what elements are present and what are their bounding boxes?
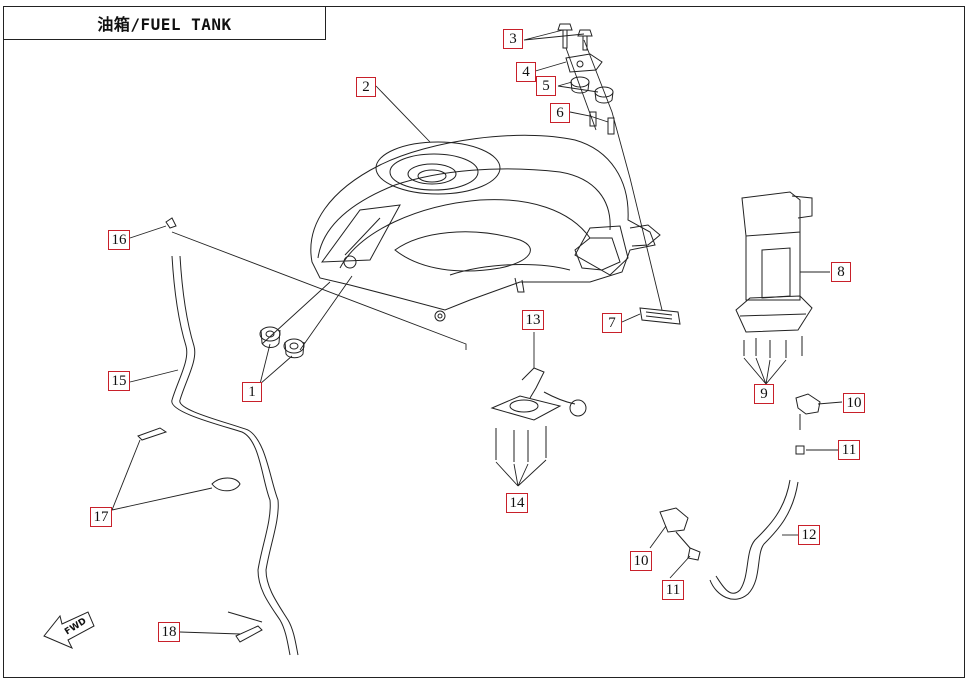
callout-7: 7	[602, 313, 622, 333]
callout-4: 4	[516, 62, 536, 82]
callout-11-lower: 11	[662, 580, 684, 600]
callout-17: 17	[90, 507, 112, 527]
callout-11-upper: 11	[838, 440, 860, 460]
callout-16: 16	[108, 230, 130, 250]
callout-9: 9	[754, 384, 774, 404]
fuel-level-sensor	[490, 367, 587, 462]
fuel-tank	[310, 134, 661, 322]
callout-10-lower: 10	[630, 551, 652, 571]
pump-outlet-fittings	[795, 393, 821, 455]
callout-13: 13	[522, 310, 544, 330]
callout-5: 5	[536, 76, 556, 96]
fuel-pump	[735, 191, 813, 358]
callout-2: 2	[356, 77, 376, 97]
breather-tube	[165, 217, 299, 656]
callout-3: 3	[503, 29, 523, 49]
page-title: 油箱/FUEL TANK	[3, 6, 326, 40]
callout-6: 6	[550, 103, 570, 123]
fuel-hose	[709, 479, 799, 600]
filter-18	[227, 611, 263, 643]
leader-lines	[111, 29, 843, 635]
fwd-arrow-icon	[43, 611, 95, 649]
callout-8: 8	[831, 262, 851, 282]
grommets	[259, 326, 305, 359]
title-text: 油箱/FUEL TANK	[97, 15, 232, 34]
hose-clips	[137, 427, 241, 492]
drawing-frame	[3, 6, 965, 678]
rear-bracket	[639, 307, 681, 325]
callout-14: 14	[506, 493, 528, 513]
callout-12: 12	[798, 525, 820, 545]
callout-18: 18	[158, 622, 180, 642]
callout-15: 15	[108, 371, 130, 391]
callout-10-upper: 10	[843, 393, 865, 413]
lower-fittings	[659, 507, 701, 561]
callout-1: 1	[242, 382, 262, 402]
